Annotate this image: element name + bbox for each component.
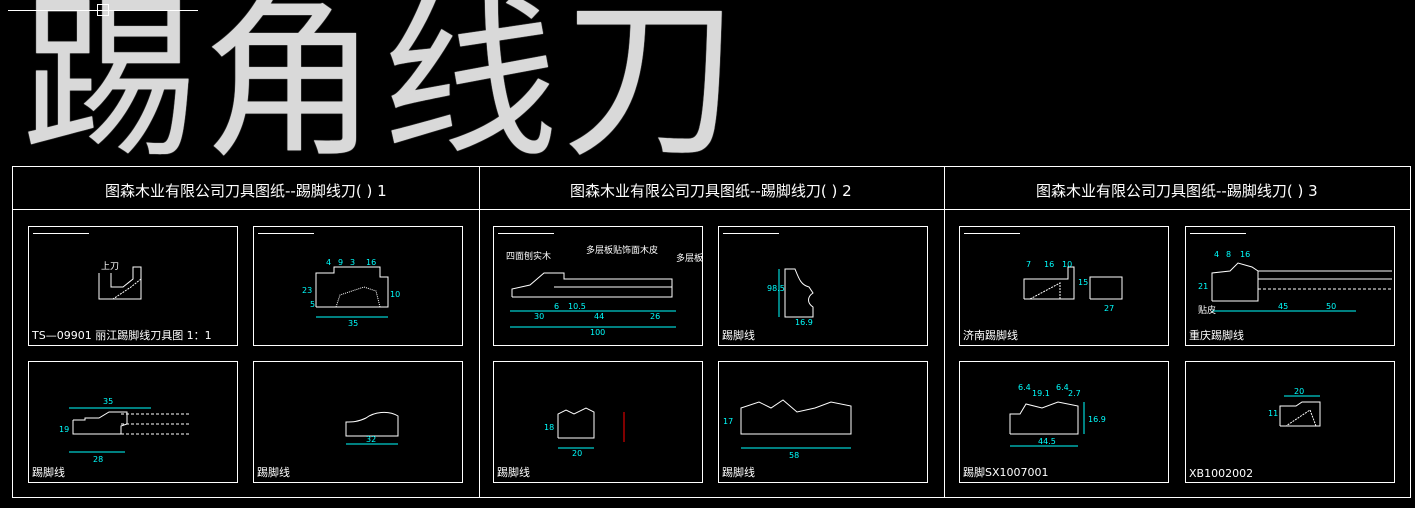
sheet-3[interactable]: 35 19 28 踢脚线	[28, 361, 238, 483]
profile-drawing: 4 9 3 16 23 5 10 35	[302, 258, 400, 328]
dim-label: 28	[93, 455, 103, 464]
dim-label: 20	[1294, 387, 1304, 396]
sheet-label: 上刀	[101, 261, 119, 272]
sheet-8[interactable]: 17 58 踢脚线	[718, 361, 928, 483]
note-label: 四面刨实木	[506, 250, 551, 262]
cad-cursor-crosshair	[8, 10, 198, 11]
sheet-caption: 踢脚线	[32, 466, 65, 479]
title-block	[964, 229, 1020, 234]
profile-drawing: 98.5 16.9	[767, 268, 814, 327]
dim-label: 2.7	[1068, 389, 1081, 398]
dim-label: 5	[310, 300, 315, 309]
dim-label: 3	[350, 258, 355, 267]
dim-label: 17	[723, 417, 733, 426]
dim-label: 16	[1240, 250, 1250, 259]
dim-label: 19.1	[1032, 389, 1050, 398]
sheet-2[interactable]: 4 9 3 16 23 5 10 35	[253, 226, 463, 346]
sheet-7[interactable]: 18 20 踢脚线	[493, 361, 703, 483]
dim-label: 50	[1326, 302, 1336, 311]
sheet-9[interactable]: 7 16 10 15 27 济南踢脚线	[959, 226, 1169, 346]
sheet-caption: 重庆踢脚线	[1189, 329, 1244, 342]
dim-label: 35	[103, 397, 113, 406]
dim-label: 10.5	[568, 302, 586, 311]
dim-label: 8	[1226, 250, 1231, 259]
sheet-caption: TS—09901 丽江踢脚线刀具图 1：1	[32, 329, 212, 342]
dim-label: 18	[544, 423, 554, 432]
column-divider-2	[944, 166, 945, 497]
dim-label: 32	[366, 435, 376, 444]
header-divider	[12, 209, 1410, 210]
drawing-frame	[12, 166, 1411, 498]
sheet-11[interactable]: 6.4 19.1 6.4 2.7 16.9 44.5 踢脚SX1007001	[959, 361, 1169, 483]
sheet-caption: 踢脚线	[257, 466, 290, 479]
sheet-10[interactable]: 贴皮 4 8 16 21 45 50 重庆踢脚线	[1185, 226, 1395, 346]
profile-drawing: 7 16 10 15 27	[1023, 260, 1123, 313]
dim-label: 6	[554, 302, 559, 311]
sheet-caption: 踢脚线	[722, 329, 755, 342]
dim-label: 7	[1026, 260, 1031, 269]
column-title-1: 图森木业有限公司刀具图纸--踢脚线刀( ) 1	[105, 182, 387, 200]
dim-label: 10	[390, 290, 400, 299]
column-title-3: 图森木业有限公司刀具图纸--踢脚线刀( ) 3	[1036, 182, 1318, 200]
title-block	[33, 229, 89, 234]
profile-drawing: 20 11	[1268, 387, 1321, 427]
dim-label: 16.9	[795, 318, 813, 327]
dim-label: 23	[302, 286, 312, 295]
note-label: 多层板贴饰面木皮	[586, 244, 658, 256]
sheet-6[interactable]: 98.5 16.9 踢脚线	[718, 226, 928, 346]
dim-label: 20	[572, 449, 582, 458]
sheet-1[interactable]: 上刀 TS—09901 丽江踢脚线刀具图 1：1	[28, 226, 238, 346]
dim-label: 100	[590, 328, 605, 337]
sheet-caption: XB1002002	[1189, 467, 1254, 480]
profile-drawing: 贴皮 4 8 16 21 45 50	[1198, 250, 1392, 316]
dim-label: 16	[1044, 260, 1054, 269]
title-block	[723, 229, 779, 234]
column-divider-1	[479, 166, 480, 497]
sheet-caption: 济南踢脚线	[963, 329, 1018, 342]
dim-label: 45	[1278, 302, 1288, 311]
dim-label: 44.5	[1038, 437, 1056, 446]
sheet-12[interactable]: 20 11 XB1002002	[1185, 361, 1395, 483]
page-title: 踢角线刀	[22, 0, 743, 182]
dim-label: 11	[1268, 409, 1278, 418]
dim-label: 26	[650, 312, 660, 321]
dim-label: 58	[789, 451, 799, 460]
dim-label: 98.5	[767, 284, 785, 293]
dim-label: 6.4	[1018, 383, 1031, 392]
profile-drawing: 18 20	[544, 407, 625, 458]
title-block	[258, 229, 314, 234]
dim-label: 19	[59, 425, 69, 434]
dim-label: 30	[534, 312, 544, 321]
cad-cursor-pickbox	[97, 4, 109, 16]
profile-drawing: 四面刨实木 多层板贴饰面木皮 多层板 30 44 26 100 6 10.5	[506, 244, 702, 337]
dim-label: 35	[348, 319, 358, 328]
dim-label: 4	[1214, 250, 1219, 259]
dim-label: 10	[1062, 260, 1072, 269]
dim-label: 21	[1198, 282, 1208, 291]
note-label: 多层板	[676, 252, 702, 264]
sheet-4[interactable]: 32 踢脚线	[253, 361, 463, 483]
profile-drawing: 上刀	[98, 261, 142, 300]
column-title-2: 图森木业有限公司刀具图纸--踢脚线刀( ) 2	[570, 182, 852, 200]
sheet-caption: 踢脚线	[722, 466, 755, 479]
title-block	[498, 229, 554, 234]
dim-label: 44	[594, 312, 604, 321]
profile-drawing: 17 58	[723, 399, 852, 460]
profile-drawing: 35 19 28	[59, 397, 189, 464]
sheet-caption: 踢脚线	[497, 466, 530, 479]
sheet-caption: 踢脚SX1007001	[963, 466, 1049, 479]
note-label: 贴皮	[1198, 304, 1216, 316]
dim-label: 15	[1078, 278, 1088, 287]
dim-label: 16	[366, 258, 376, 267]
sheet-5[interactable]: 四面刨实木 多层板贴饰面木皮 多层板 30 44 26 100 6 10.5	[493, 226, 703, 346]
profile-drawing: 6.4 19.1 6.4 2.7 16.9 44.5	[1009, 383, 1106, 447]
dim-label: 6.4	[1056, 383, 1069, 392]
dim-label: 9	[338, 258, 343, 267]
dim-label: 4	[326, 258, 331, 267]
title-block	[1190, 229, 1246, 234]
profile-drawing: 32	[345, 411, 399, 445]
dim-label: 27	[1104, 304, 1114, 313]
dim-label: 16.9	[1088, 415, 1106, 424]
